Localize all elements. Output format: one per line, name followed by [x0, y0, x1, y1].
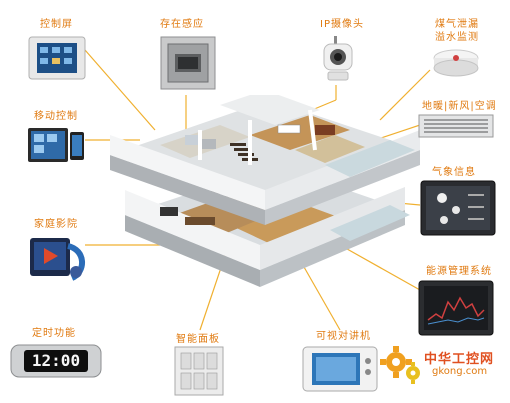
- label-home-theater: 家庭影院: [34, 219, 78, 230]
- gear-logo-icon: [380, 346, 420, 384]
- label-timer: 定时功能: [32, 328, 76, 339]
- control-screen-device: [28, 36, 86, 80]
- energy-screen-device: [418, 280, 494, 336]
- label-energy-mgmt: 能源管理系统: [426, 266, 492, 277]
- mobile-control-device: [28, 128, 84, 162]
- video-intercom-device: [302, 346, 378, 392]
- label-ip-camera: IP摄像头: [320, 19, 364, 30]
- smart-panel-device: [174, 346, 224, 396]
- label-presence-sensor: 存在感应: [160, 19, 204, 30]
- leader-line-energy: [339, 244, 421, 291]
- hvac-vent-device: [418, 114, 494, 138]
- watermark-title: 中华工控网: [424, 352, 495, 367]
- leader-line-control-screen: [84, 49, 156, 131]
- ip-camera-device: [323, 36, 353, 81]
- house-model-3d: [110, 95, 420, 287]
- weather-screen-device: [420, 180, 496, 236]
- label-mobile-control: 移动控制: [34, 111, 78, 122]
- label-weather-info: 气象信息: [432, 167, 476, 178]
- label-smart-panel: 智能面板: [176, 334, 220, 345]
- label-water-leak: 溢水监测: [435, 32, 479, 43]
- leader-line-gas: [379, 69, 431, 121]
- label-video-intercom: 可视对讲机: [316, 331, 371, 342]
- presence-sensor-device: [160, 36, 216, 90]
- watermark-url: gkong.com: [432, 366, 488, 377]
- leader-line-intercom: [299, 259, 341, 331]
- timer-clock-readout: 12:00: [31, 351, 81, 370]
- gas-detector-device: [433, 49, 479, 77]
- home-theater-icon: [30, 238, 85, 281]
- label-gas-leak: 煤气泄漏: [435, 19, 479, 30]
- label-floor-heating: 地暖|新风|空调: [422, 101, 497, 112]
- timer-display-device: [10, 344, 102, 378]
- label-control-screen: 控制屏: [40, 19, 73, 30]
